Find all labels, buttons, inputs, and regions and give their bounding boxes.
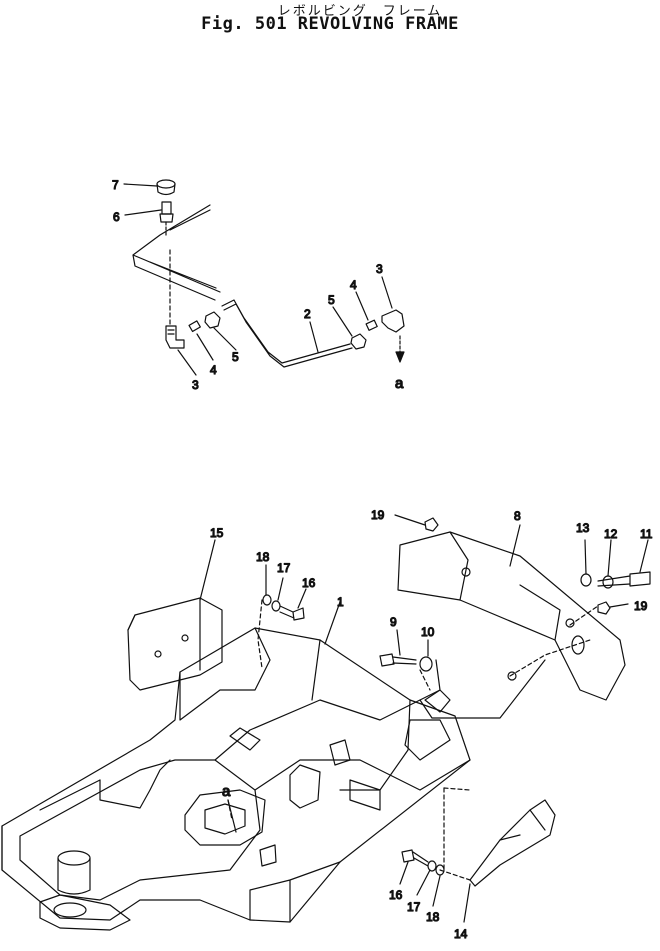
figure-title-japanese: レボルビング フレーム	[277, 4, 443, 19]
bolt-16-bottom	[401, 849, 429, 867]
leader-5-left	[213, 327, 237, 351]
callout-13: 13	[576, 521, 590, 535]
nipple-right	[365, 319, 378, 331]
callout-18-top: 18	[256, 550, 270, 564]
callout-14: 14	[454, 927, 468, 941]
washer-18-bottom	[435, 864, 445, 876]
leader-4-right	[355, 291, 369, 321]
reference-a-top: a	[395, 375, 404, 392]
nut-19-top	[424, 517, 439, 532]
washer-17-bottom	[427, 860, 437, 872]
washer-17-top	[271, 600, 281, 612]
lower-frame-assembly: 1 8 9 10 11 12 13 14 15 16 17 18 19 19 1…	[1, 507, 653, 942]
washer-12	[602, 575, 614, 589]
washer-13	[580, 573, 592, 587]
leader-7	[123, 183, 158, 187]
arrowhead	[395, 351, 405, 363]
callout-19-right: 19	[634, 599, 648, 613]
right-cover-8	[397, 531, 626, 701]
elbow-fitting-left	[165, 325, 185, 349]
callout-11: 11	[640, 527, 653, 541]
callout-7: 7	[112, 178, 119, 192]
left-cover-15	[127, 597, 223, 691]
callout-15: 15	[210, 526, 224, 540]
nut-19-right	[597, 601, 611, 615]
upper-grease-assembly: 7 6 3 4 5 2 5 4 3 a	[111, 177, 405, 393]
grease-cap	[156, 179, 176, 196]
leader-3-right	[381, 276, 393, 309]
elbow-fitting-right	[381, 309, 405, 333]
callout-5-right: 5	[328, 293, 335, 307]
frame-plate-corner	[132, 204, 221, 301]
hose	[221, 299, 353, 368]
leader-5-right	[332, 306, 353, 337]
callout-3-left: 3	[192, 378, 199, 392]
callout-12: 12	[604, 527, 618, 541]
figure-title: Fig. 501 REVOLVING FRAME	[201, 14, 459, 34]
callout-17-top: 17	[277, 561, 291, 575]
callout-8: 8	[514, 509, 521, 523]
nut-left	[204, 311, 221, 329]
callout-6: 6	[113, 210, 120, 224]
callout-17-bottom: 17	[407, 900, 421, 914]
revolving-frame-main	[1, 627, 471, 923]
assembly-dashed-lines	[227, 599, 599, 881]
callout-1: 1	[337, 595, 344, 609]
leader-4-left	[196, 333, 214, 361]
callout-5-left: 5	[232, 350, 239, 364]
callout-16-bottom: 16	[389, 888, 403, 902]
washer-10	[419, 656, 433, 672]
callout-19-top: 19	[371, 508, 385, 522]
callout-3-right: 3	[376, 262, 383, 276]
reference-a-bottom: a	[222, 783, 231, 800]
washer-18-top	[262, 594, 272, 606]
rear-cover-14	[469, 799, 556, 887]
callout-2: 2	[304, 307, 311, 321]
callout-16-top: 16	[302, 576, 316, 590]
callout-18-bottom: 18	[426, 910, 440, 924]
leader-2	[309, 321, 319, 353]
leader-6	[124, 209, 162, 216]
grease-fitting	[159, 201, 174, 237]
callout-9: 9	[390, 615, 397, 629]
bolt-9	[379, 653, 417, 667]
leader-3-left	[177, 349, 197, 376]
bolt-11	[597, 571, 651, 587]
nut-right	[350, 333, 367, 350]
nipple-left	[188, 320, 201, 333]
lower-leaders	[199, 514, 649, 923]
callout-4-left: 4	[210, 363, 217, 377]
callout-10: 10	[421, 625, 435, 639]
callout-4-right: 4	[350, 278, 357, 292]
bolt-16-top	[279, 605, 305, 621]
